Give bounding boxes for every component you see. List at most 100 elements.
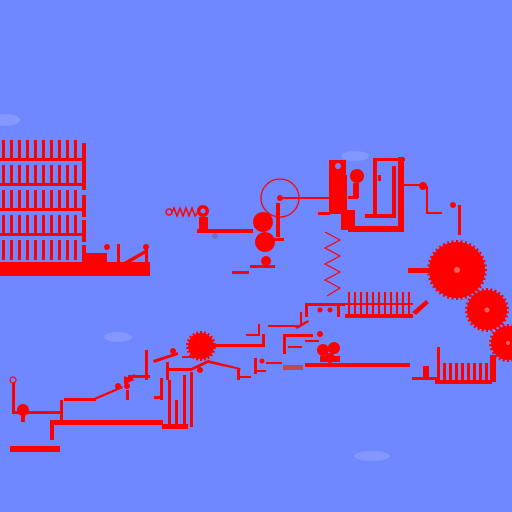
gear-tooth <box>482 264 487 267</box>
gear-tooth <box>429 255 435 260</box>
cloud <box>104 332 132 342</box>
gear-tooth <box>498 325 502 331</box>
gear-tooth <box>493 289 497 294</box>
tooth <box>18 140 21 160</box>
gear-tooth <box>200 357 202 361</box>
tooth <box>66 240 69 260</box>
right-comb <box>412 347 496 384</box>
tooth <box>10 140 13 160</box>
tooth <box>74 240 77 260</box>
cloud <box>341 151 369 161</box>
tooth <box>408 292 410 316</box>
tooth <box>58 215 61 235</box>
gear-tooth <box>427 273 432 276</box>
tooth <box>34 165 37 185</box>
gear-tooth <box>499 294 505 299</box>
tooth <box>354 292 356 316</box>
cloud <box>0 114 20 126</box>
tooth <box>485 363 488 381</box>
tooth <box>10 190 13 210</box>
gear-tooth <box>428 277 433 281</box>
tooth <box>18 165 21 185</box>
tooth <box>58 240 61 260</box>
tooth <box>378 292 380 316</box>
tooth <box>18 215 21 235</box>
gear-tooth <box>491 350 497 355</box>
tooth <box>74 165 77 185</box>
gear-tooth <box>481 259 486 263</box>
tooth <box>50 190 53 210</box>
tooth <box>42 140 45 160</box>
tooth <box>42 240 45 260</box>
gear-tooth <box>494 353 499 358</box>
tooth <box>42 215 45 235</box>
gear-tooth <box>189 352 194 357</box>
tooth <box>10 240 13 260</box>
gear-tooth <box>479 280 485 285</box>
stacked-balls <box>232 203 284 274</box>
gear-tooth <box>491 331 497 336</box>
gear-tooth <box>186 346 191 350</box>
gear-tooth <box>502 357 506 362</box>
gear-tooth <box>451 240 454 245</box>
gear-medium <box>467 290 507 330</box>
gear-mid <box>188 333 313 359</box>
gear-tooth <box>467 298 472 302</box>
tooth <box>479 363 482 381</box>
gear-tooth <box>465 314 471 318</box>
gear-teeth <box>186 240 512 362</box>
gear-tooth <box>482 273 487 276</box>
gear-tooth <box>435 287 440 292</box>
tooth <box>50 240 53 260</box>
tooth <box>2 215 5 235</box>
spring-launcher <box>165 205 253 239</box>
gear-tooth <box>489 288 493 293</box>
gear-tooth <box>438 245 443 250</box>
tooth <box>34 190 37 210</box>
pulley-wheel <box>260 178 330 218</box>
gear-tooth <box>510 357 512 362</box>
gear-tooth <box>451 295 454 300</box>
rack-teeth <box>2 140 77 260</box>
gear-tooth <box>435 248 440 253</box>
gear-tooth <box>502 324 506 329</box>
gear-tooth <box>502 298 507 302</box>
tooth <box>2 190 5 210</box>
gear-tooth <box>460 295 463 300</box>
tooth <box>360 292 362 316</box>
gear-tooth <box>195 356 199 361</box>
gear-tooth <box>473 323 478 329</box>
right-comb-teeth <box>443 363 488 381</box>
gear-tooth <box>186 349 192 354</box>
tooth <box>58 140 61 160</box>
gear-tooth <box>206 332 210 338</box>
tooth <box>449 363 452 381</box>
gear-tooth <box>442 292 447 298</box>
gear-tooth <box>427 269 431 271</box>
tooth <box>366 292 368 316</box>
gear-tooth <box>489 339 494 343</box>
gear-tooth <box>208 335 213 340</box>
gear-tooth <box>507 324 509 328</box>
gear-tooth <box>496 291 501 297</box>
gear-tooth <box>507 358 509 362</box>
gear-tooth <box>211 346 216 350</box>
gear-tooth <box>481 277 486 281</box>
tooth <box>402 292 404 316</box>
gear-tooth <box>504 310 509 314</box>
tooth <box>26 165 29 185</box>
gear-tooth <box>498 355 502 361</box>
tooth <box>58 190 61 210</box>
gear-tooth <box>211 342 216 346</box>
tooth <box>473 363 476 381</box>
gear-tooth <box>486 288 488 292</box>
gear-tooth <box>456 296 458 300</box>
gear-tooth <box>456 240 458 244</box>
gear-tooth <box>195 331 199 336</box>
gear-tooth <box>474 248 479 253</box>
tooth <box>66 165 69 185</box>
gear-tooth <box>481 327 485 332</box>
gear-tooth <box>210 349 216 354</box>
ball-pile <box>305 331 410 367</box>
